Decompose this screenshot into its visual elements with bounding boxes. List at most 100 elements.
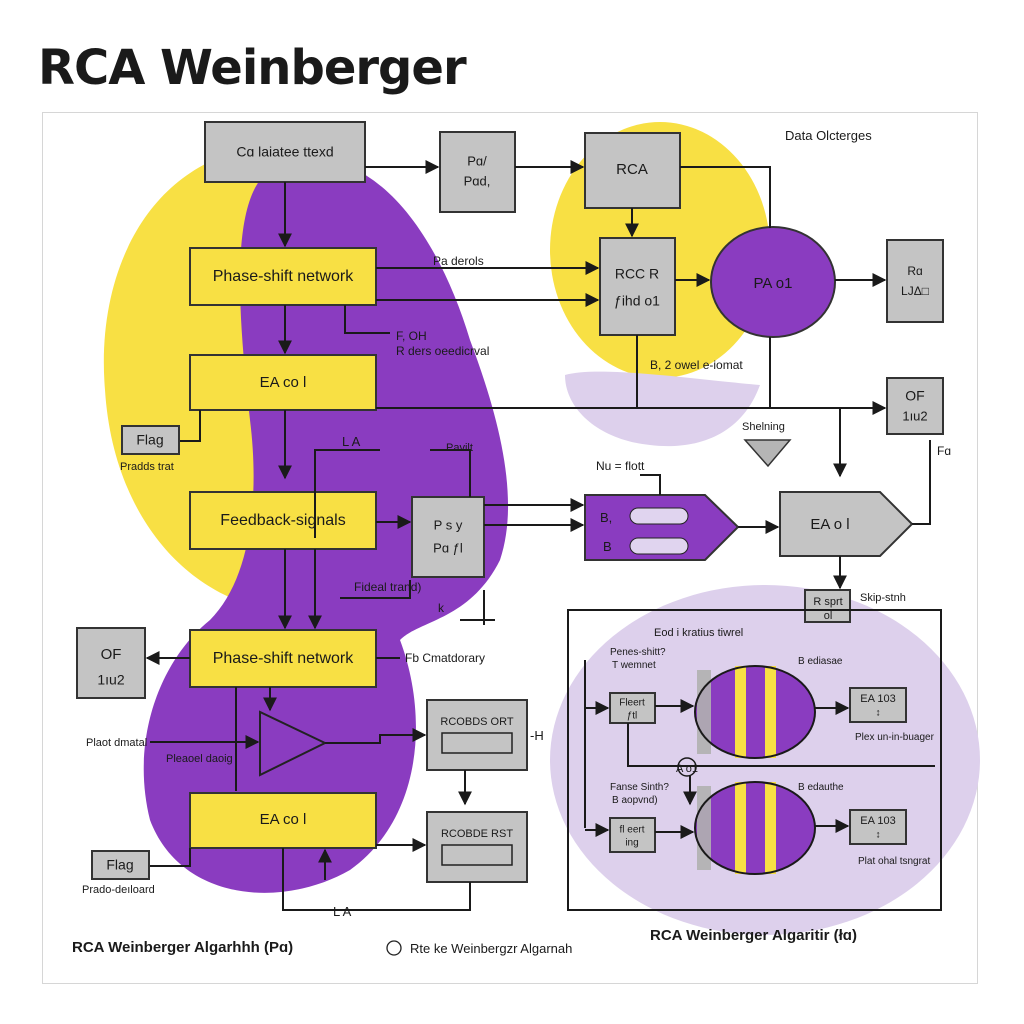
- rcc-r-line2: ƒihd o1: [614, 293, 660, 309]
- ea-col-2-label: EA co l: [260, 811, 307, 828]
- pa-o1-label: PA o1: [754, 275, 793, 292]
- psy-line2: Pɑ ƒl: [433, 540, 463, 555]
- flag-1-label: Flag: [136, 432, 163, 448]
- calculated-box-label: Cɑ laiatee ttexd: [236, 144, 333, 160]
- feedback-signals-label: Feedback-signals: [220, 512, 345, 529]
- fanse-sinth-line2: B aopvnd): [612, 795, 658, 806]
- purple-b2-label: B: [603, 539, 612, 554]
- pavilt-label: Pavilt: [446, 442, 473, 454]
- rca-top-label: RCA: [616, 161, 648, 178]
- striped-circle-1[interactable]: [694, 665, 816, 759]
- f-alpha-label: Fɑ: [937, 444, 951, 458]
- b-edrcase-1-label: B ediasae: [798, 656, 843, 667]
- calculated-box[interactable]: [204, 121, 366, 183]
- flag-box-2[interactable]: [91, 850, 150, 880]
- parderols-label: Pa derols: [433, 254, 484, 268]
- b2-owel-label: B, 2 owel e-iomat: [650, 358, 743, 372]
- ea103-1-line2: ↕: [876, 708, 881, 719]
- fleert-box-1[interactable]: [609, 692, 656, 724]
- of-left-line2: 1ıu2: [97, 672, 124, 688]
- r-sprt-box[interactable]: [804, 589, 851, 623]
- penes-shift-line2: T wemnet: [612, 660, 656, 671]
- ecol-kratius-label: Eod i kratius tiwrel: [654, 627, 743, 639]
- pa-box[interactable]: [439, 131, 516, 213]
- rcobde-rst-box[interactable]: [426, 811, 528, 883]
- purple-slot-1: [629, 507, 689, 525]
- phase-shift-1-label: Phase-shift network: [213, 268, 355, 285]
- purple-b1-label: B,: [600, 510, 612, 525]
- of-right-line1: OF: [905, 388, 924, 404]
- fleert-1-line2: ƒtl: [627, 711, 638, 722]
- of-left-line1: OF: [101, 646, 122, 663]
- of-right-line2: 1ıu2: [902, 408, 927, 423]
- pleaoel-daoig-label: Pleaoel daoig: [166, 753, 233, 765]
- pa-o1-circle[interactable]: [710, 226, 836, 338]
- rcobde-inner-slot: [441, 844, 513, 866]
- of-box-right[interactable]: [886, 377, 944, 435]
- penes-shift-line1: Penes-shitt?: [610, 647, 666, 658]
- diagram-frame: [42, 112, 978, 984]
- copyright-circle: [386, 940, 402, 956]
- psy-box[interactable]: [411, 496, 485, 578]
- phase-shift-network-2[interactable]: [189, 629, 377, 688]
- f-oh-label: F, OH: [396, 329, 427, 343]
- r-sprt-line1: R sprt: [813, 596, 842, 608]
- feedback-signals-box[interactable]: [189, 491, 377, 550]
- ea103-1-line1: EA 103: [860, 693, 895, 705]
- right-top-line1: Rɑ: [907, 264, 922, 278]
- rca-algorithm-caption-right: RCA Weinberger Algaritir (łɑ): [650, 927, 857, 944]
- ea103-box-1[interactable]: [849, 687, 907, 723]
- connectors: [145, 160, 935, 911]
- skip-stnh-label: Skip-stnh: [860, 592, 906, 604]
- right-top-box[interactable]: [886, 239, 944, 323]
- nu-flott-label: Nu = flott: [596, 459, 645, 473]
- h-mark-label: -H: [530, 728, 544, 743]
- ea-col-box-2[interactable]: [189, 792, 377, 849]
- fleert-1-line1: Fleert: [619, 698, 645, 709]
- prado-load-label: Prado-deıloard: [82, 884, 155, 896]
- purple-arrow-block[interactable]: [584, 494, 740, 561]
- page-title: RCA Weinberger: [38, 40, 467, 96]
- fideal-trand-label: Fideal trand): [354, 580, 421, 594]
- pradds-trat-label: Pradds trat: [120, 461, 174, 473]
- riders-label: R ders oeedicrval: [396, 344, 489, 358]
- b-edrcase-2-label: B edauthe: [798, 782, 844, 793]
- fleert-box-2[interactable]: [609, 817, 656, 853]
- flag-box-1[interactable]: [121, 425, 180, 455]
- footer-center-caption: Rte ke Weinbergzr Algarnah: [410, 941, 572, 956]
- ea-col-1-label: EA co l: [260, 374, 307, 391]
- plex-un-label: Plex un-in-buager: [855, 732, 935, 743]
- right-top-line2: LJΔ□: [901, 284, 929, 298]
- pa-box-line2: Pɑd,: [464, 173, 491, 188]
- fleert-2-line2: ing: [625, 838, 638, 849]
- fb-cmatching-label: Fb Cmatdorary: [405, 651, 485, 665]
- rcc-r-box[interactable]: [599, 237, 676, 336]
- of-box-left[interactable]: [76, 627, 146, 699]
- data-converges-label: Data Olcterges: [785, 128, 872, 143]
- lavender-blob-bottom-right: [550, 585, 980, 935]
- shelving-triangle: [743, 439, 792, 468]
- rcobde-rst-label: RCOBDE RST: [441, 828, 513, 840]
- rcobds-ort-label: RCOBDS ORT: [440, 716, 513, 728]
- phase-shift-network-1[interactable]: [189, 247, 377, 306]
- l-a-label-1: L A: [342, 434, 361, 449]
- ea103-2-line2: ↕: [876, 830, 881, 841]
- rcobds-inner-slot: [441, 732, 513, 754]
- ea-col-gray-label: EA o l: [810, 516, 849, 533]
- ea103-2-line1: EA 103: [860, 815, 895, 827]
- psy-line1: P s y: [434, 517, 463, 532]
- rca-top-box[interactable]: [584, 132, 681, 209]
- purple-slot-2: [629, 537, 689, 555]
- l-a-label-2: L A: [333, 904, 352, 919]
- rca-algorithm-caption-left: RCA Weinberger Algarhhh (Pɑ): [72, 939, 293, 956]
- flag-2-label: Flag: [106, 857, 133, 873]
- bottom-right-panel: [567, 609, 942, 911]
- ea-col-gray-block[interactable]: [779, 491, 914, 557]
- hb-o1-label: A o1: [676, 763, 698, 775]
- ea103-box-2[interactable]: [849, 809, 907, 845]
- rcobds-ort-box[interactable]: [426, 699, 528, 771]
- ea-col-box-1[interactable]: [189, 354, 377, 411]
- striped-circle-2[interactable]: [694, 781, 816, 875]
- fanse-sinth-line1: Fanse Sinth?: [610, 782, 669, 793]
